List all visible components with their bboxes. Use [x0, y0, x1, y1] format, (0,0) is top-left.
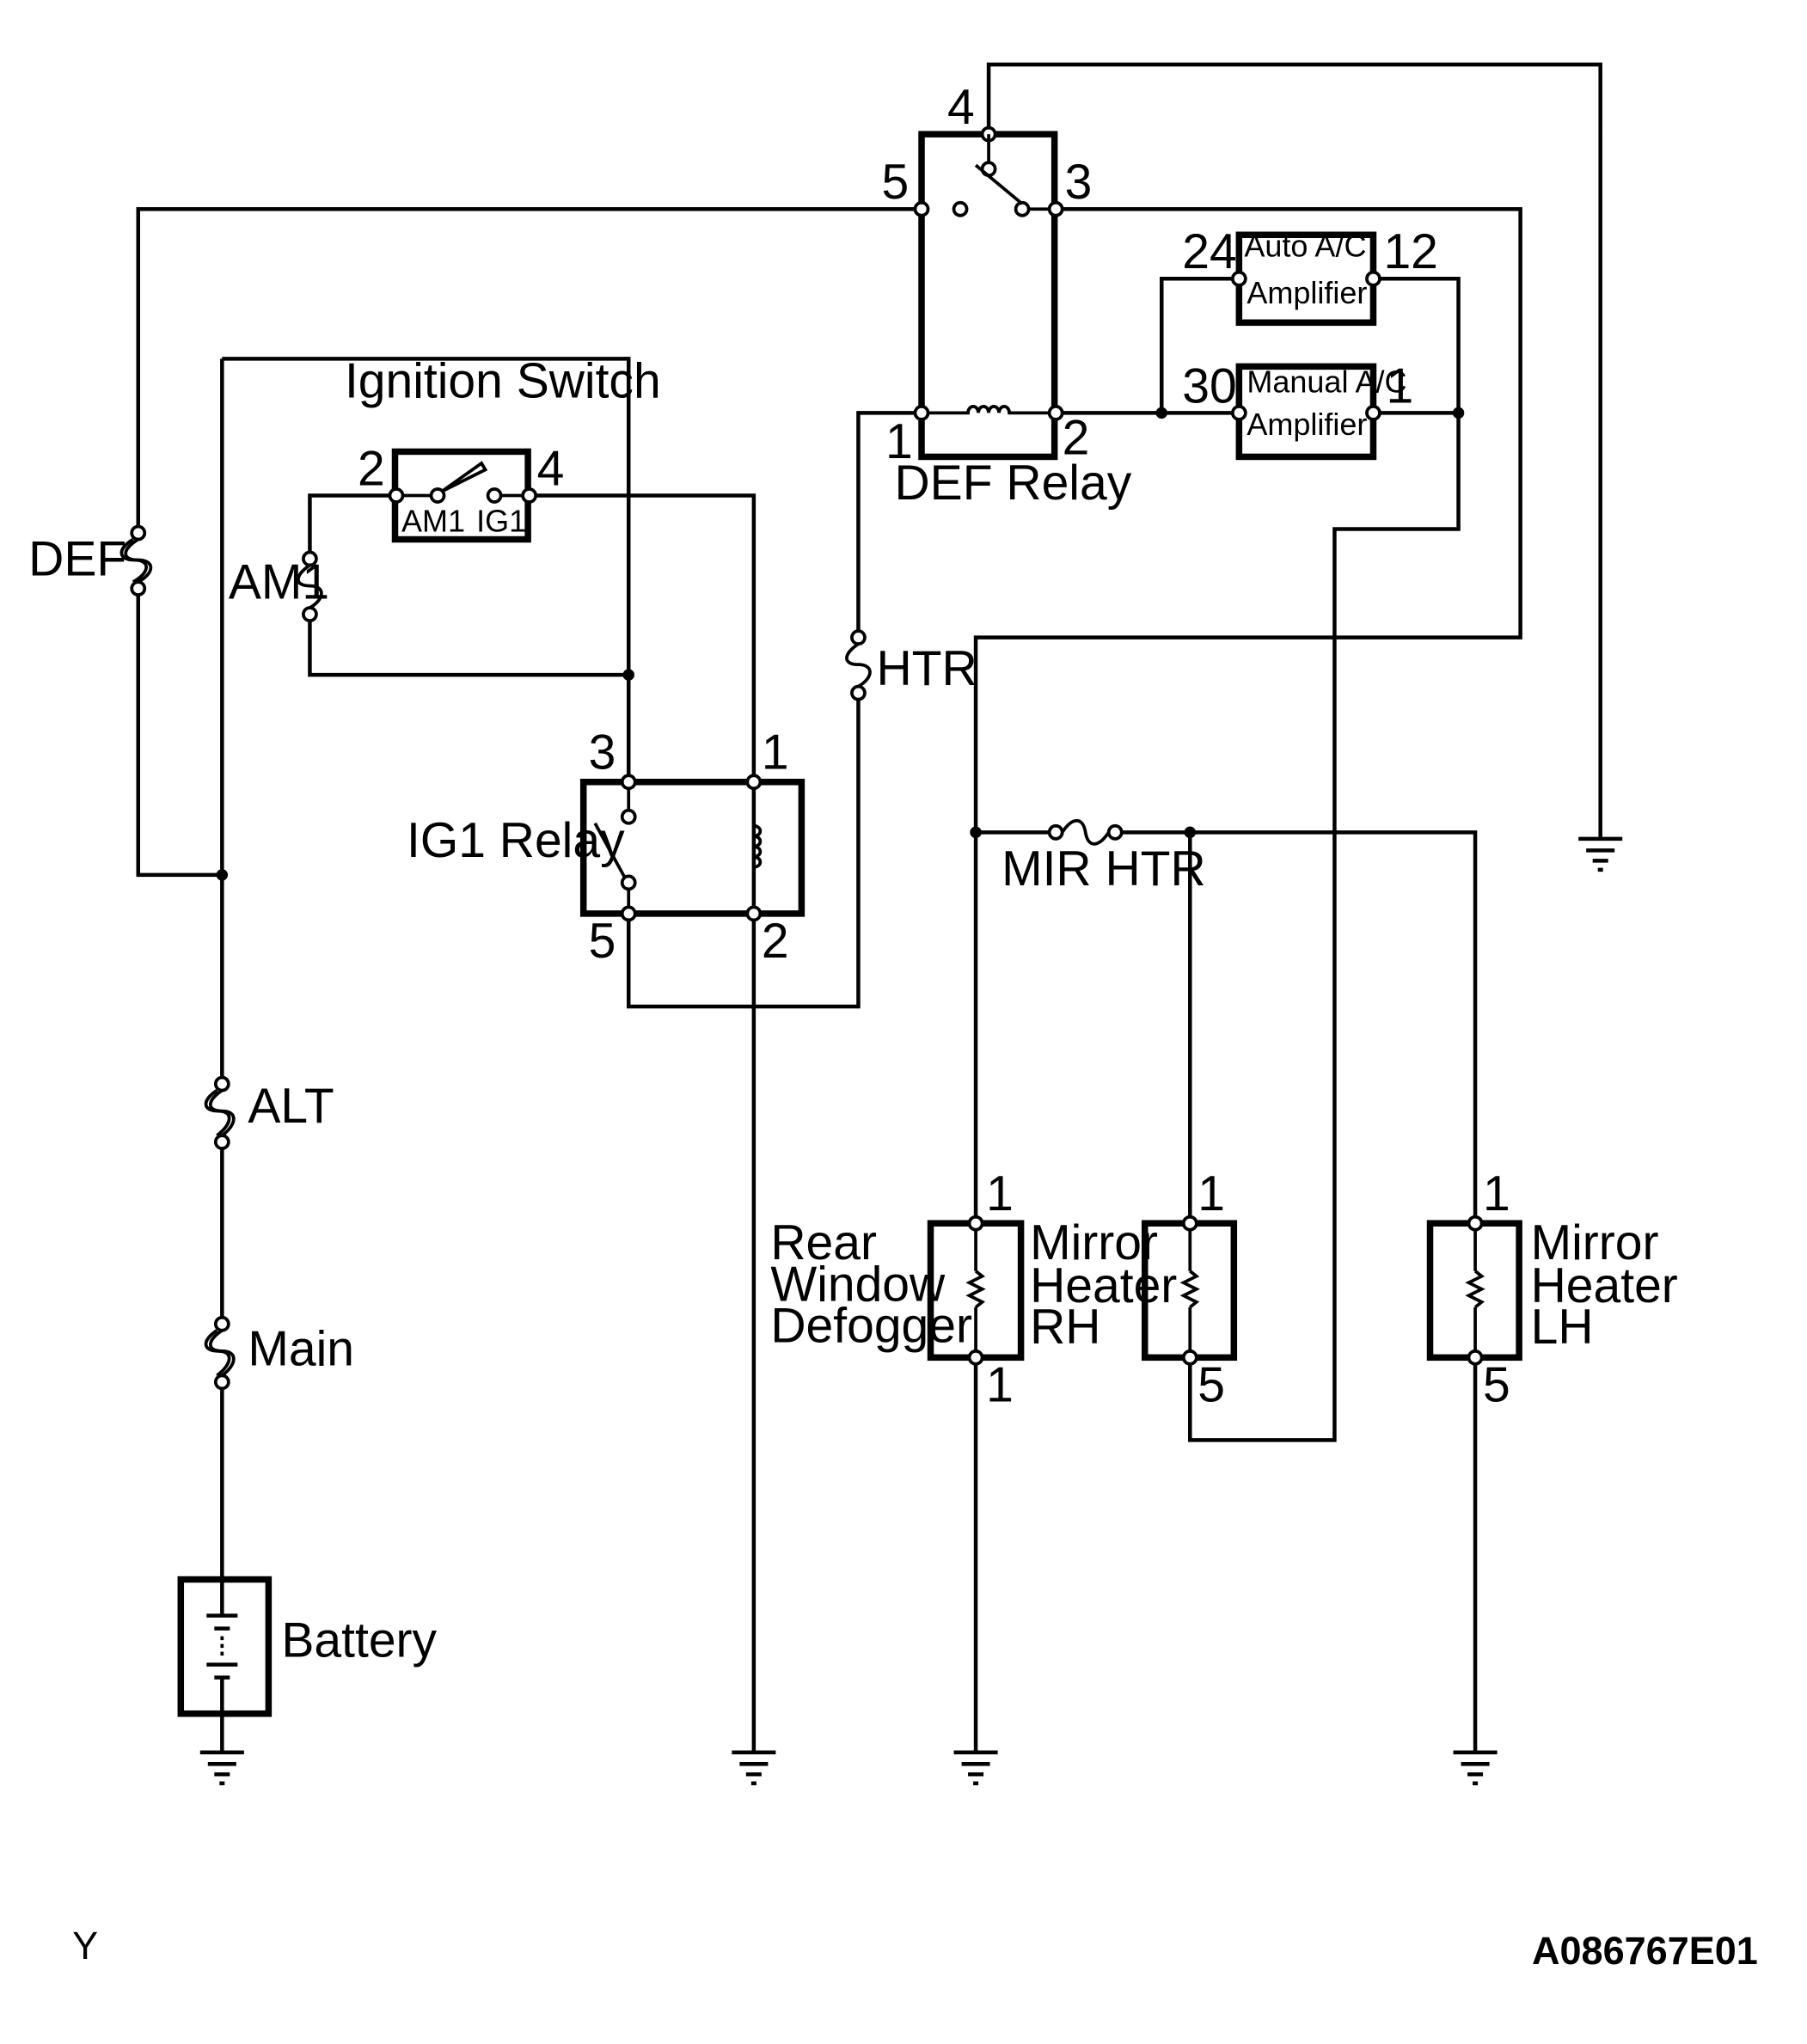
ignition-switch: AM1 IG1 2 4 Ignition Switch: [345, 353, 661, 543]
ig1-relay-terminal-5: [620, 905, 637, 922]
junction-dots: [216, 407, 1465, 881]
mirror-lh-resistor-icon: [1465, 1270, 1485, 1309]
junction-dot: [1155, 407, 1168, 419]
ig1-relay: 3 1 5 2 IG1 Relay: [407, 725, 805, 969]
def-relay-coil-icon: [928, 405, 1050, 415]
manual-ac-amplifier: Manual A/C Amplifier 30 1: [1182, 358, 1413, 461]
junction-dot: [970, 826, 982, 839]
footer-left-code: Y: [72, 1924, 98, 1968]
ig1-relay-pin-1: 1: [762, 725, 789, 780]
mir-htr-fuse: MIR HTR: [1002, 818, 1206, 897]
mirror-rh-pin-bottom: 5: [1198, 1357, 1225, 1412]
ign-switch-am1-label: AM1: [401, 504, 465, 539]
battery-label: Battery: [281, 1613, 437, 1668]
junction-dot: [1184, 826, 1197, 839]
mirror-rh-label-line2: Heater: [1030, 1258, 1177, 1313]
ground-icon: [1578, 836, 1623, 872]
mirror-heater-rh: 1 5 Mirror Heater RH: [1030, 1166, 1238, 1412]
ig1-relay-terminal-1: [745, 774, 763, 791]
ground-icon: [1453, 1750, 1498, 1785]
def-relay-pin-2: 2: [1063, 410, 1090, 465]
mirror-rh-label-line1: Mirror: [1030, 1215, 1158, 1270]
ign-switch-terminal-4: [521, 487, 538, 504]
grounds: [199, 836, 1623, 1785]
def-relay: 4 5 3 1 2 DEF Relay: [881, 80, 1131, 511]
mir-htr-fuse-icon: [1061, 818, 1111, 846]
ig1-relay-switch-icon: [593, 822, 627, 878]
mirror-rh-pin-top: 1: [1198, 1166, 1225, 1221]
def-fuse: DEF: [28, 524, 153, 597]
ig1-relay-terminal-2: [745, 905, 763, 922]
junction-dot: [216, 869, 229, 881]
def-relay-pin-4: 4: [947, 80, 975, 135]
manual-ac-label-line1: Manual A/C: [1247, 364, 1406, 399]
auto-ac-amplifier: Auto A/C Amplifier 24 12: [1182, 224, 1438, 327]
ground-icon: [732, 1750, 776, 1785]
mirror-lh-pin-top: 1: [1483, 1166, 1510, 1221]
mirror-lh-label-line2: Heater: [1531, 1258, 1678, 1313]
ignition-switch-label: Ignition Switch: [345, 353, 661, 408]
defogger-label-line2: Window: [770, 1257, 946, 1312]
am1-fuse-label: AM1: [229, 555, 329, 610]
junction-dot: [1452, 407, 1465, 419]
rear-window-defogger: 1 1 Rear Window Defogger: [770, 1166, 1025, 1412]
ig1-relay-pin-3: 3: [589, 725, 616, 780]
defogger-pin-top: 1: [986, 1166, 1014, 1221]
ign-switch-terminal-2: [388, 487, 405, 504]
ig1-relay-pin-2: 2: [762, 914, 789, 969]
main-fuse-label: Main: [248, 1321, 354, 1376]
def-relay-pin-3: 3: [1065, 155, 1093, 210]
ign-switch-contact-icon: [440, 461, 488, 493]
htr-fuse: HTR: [845, 629, 977, 701]
mirror-lh-label-line3: LH: [1531, 1300, 1594, 1355]
def-relay-terminal-1: [913, 405, 930, 421]
def-relay-pin-5: 5: [881, 155, 909, 210]
figure-id: A086767E01: [1532, 1929, 1758, 1973]
ig1-relay-label: IG1 Relay: [407, 813, 625, 868]
def-relay-terminal-3: [1047, 200, 1064, 217]
defogger-label-line3: Defogger: [770, 1298, 972, 1353]
mirror-lh-label-line1: Mirror: [1531, 1215, 1659, 1270]
ig1-relay-pin-5: 5: [589, 914, 616, 969]
ig1-relay-terminal-3: [620, 774, 637, 791]
am1-fuse: AM1: [229, 550, 329, 622]
mirror-rh-resistor-icon: [1179, 1270, 1200, 1309]
manual-ac-pin-1: 1: [1386, 358, 1413, 413]
def-fuse-label: DEF: [28, 532, 126, 587]
wires: [136, 62, 1602, 1753]
manual-ac-label-line2: Amplifier: [1247, 407, 1367, 442]
htr-fuse-icon: [845, 642, 872, 688]
auto-ac-label-line2: Amplifier: [1247, 275, 1367, 310]
alt-fuse: ALT: [204, 1075, 334, 1151]
defogger-resistor-icon: [965, 1270, 986, 1309]
ign-switch-pin-4: 4: [537, 441, 565, 496]
def-relay-terminal-2: [1047, 405, 1064, 421]
def-relay-pin-1: 1: [885, 414, 913, 469]
ign-switch-pin-2: 2: [358, 441, 385, 496]
htr-fuse-label: HTR: [876, 641, 977, 696]
ign-switch-ig1-label: IG1: [476, 504, 526, 539]
am1-fuse-icon: [297, 563, 323, 609]
mirror-heater-lh: 1 5 Mirror Heater LH: [1426, 1166, 1678, 1412]
alt-fuse-label: ALT: [248, 1079, 334, 1134]
defogger-pin-bottom: 1: [986, 1357, 1014, 1412]
mirror-lh-pin-bottom: 5: [1483, 1357, 1510, 1412]
ig1-relay-coil-icon: [753, 823, 763, 869]
auto-ac-pin-12: 12: [1383, 224, 1437, 279]
ground-icon: [199, 1750, 244, 1785]
def-relay-label: DEF Relay: [894, 456, 1131, 511]
main-fuse: Main: [204, 1315, 354, 1391]
auto-ac-pin-24: 24: [1182, 224, 1236, 279]
defogger-label-line1: Rear: [770, 1215, 877, 1270]
def-relay-terminal-5: [913, 200, 930, 217]
auto-ac-label-line1: Auto A/C: [1244, 229, 1366, 264]
manual-ac-pin-30: 30: [1182, 358, 1236, 413]
junction-dot: [622, 669, 634, 681]
battery: Battery: [177, 1576, 438, 1717]
mir-htr-fuse-label: MIR HTR: [1002, 841, 1206, 897]
ground-icon: [953, 1750, 998, 1785]
mirror-rh-label-line3: RH: [1030, 1300, 1100, 1355]
